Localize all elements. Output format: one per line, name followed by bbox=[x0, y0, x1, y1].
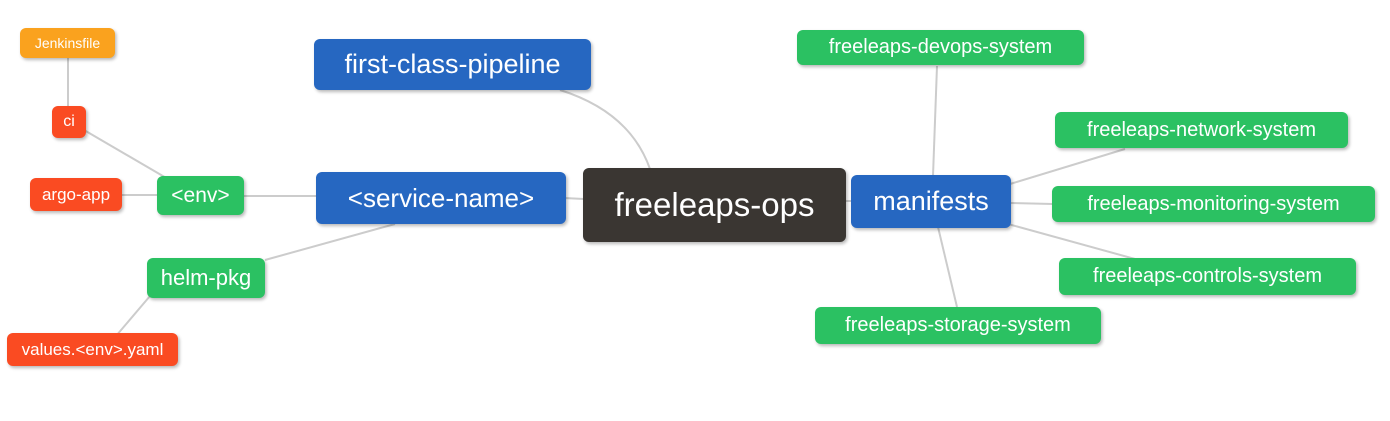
node-manifests[interactable]: manifests bbox=[851, 175, 1011, 228]
edge-helm-pkg-values-env-yaml bbox=[115, 295, 151, 337]
edge-first-class-pipeline-freeleaps-ops bbox=[559, 89, 651, 170]
edge-ci-env bbox=[83, 129, 169, 180]
node-freeleaps-controls-system-label: freeleaps-controls-system bbox=[1093, 265, 1322, 287]
node-service-name[interactable]: <service-name> bbox=[316, 172, 566, 224]
edge-manifests-controls-system bbox=[1007, 223, 1136, 260]
node-argo-app[interactable]: argo-app bbox=[30, 178, 122, 211]
node-freeleaps-devops-system-label: freeleaps-devops-system bbox=[828, 36, 1053, 58]
edge-service-name-helm-pkg bbox=[264, 223, 396, 261]
node-values-env-yaml[interactable]: values.<env>.yaml bbox=[7, 333, 178, 366]
node-jenkinsfile[interactable]: Jenkinsfile bbox=[20, 28, 115, 58]
node-freeleaps-storage-system[interactable]: freeleaps-storage-system bbox=[815, 307, 1101, 344]
node-freeleaps-storage-system-label: freeleaps-storage-system bbox=[845, 314, 1071, 336]
edge-service-name-freeleaps-ops bbox=[563, 197, 585, 200]
node-freeleaps-monitoring-system-label: freeleaps-monitoring-system bbox=[1087, 192, 1340, 215]
node-service-name-label: <service-name> bbox=[347, 182, 535, 213]
node-env-label: <env> bbox=[171, 183, 230, 207]
node-env[interactable]: <env> bbox=[157, 176, 244, 215]
node-freeleaps-network-system[interactable]: freeleaps-network-system bbox=[1055, 112, 1348, 148]
node-freeleaps-ops-root[interactable]: freeleaps-ops bbox=[583, 168, 846, 242]
edge-manifests-storage-system bbox=[937, 226, 958, 308]
node-freeleaps-network-system-label: freeleaps-network-system bbox=[1087, 118, 1316, 141]
node-first-class-pipeline-label: first-class-pipeline bbox=[344, 49, 561, 79]
edge-manifests-devops-system bbox=[932, 65, 938, 177]
node-helm-pkg-label: helm-pkg bbox=[160, 265, 252, 290]
node-argo-app-label: argo-app bbox=[41, 184, 111, 204]
node-manifests-label: manifests bbox=[873, 186, 989, 216]
node-ci[interactable]: ci bbox=[52, 106, 86, 138]
node-freeleaps-controls-system[interactable]: freeleaps-controls-system bbox=[1059, 258, 1356, 295]
node-freeleaps-ops-label: freeleaps-ops bbox=[614, 186, 815, 223]
node-values-env-yaml-label: values.<env>.yaml bbox=[21, 339, 164, 359]
node-freeleaps-devops-system[interactable]: freeleaps-devops-system bbox=[797, 30, 1084, 65]
node-helm-pkg[interactable]: helm-pkg bbox=[147, 258, 265, 298]
node-jenkinsfile-label: Jenkinsfile bbox=[34, 35, 101, 51]
edge-manifests-monitoring-system bbox=[1009, 202, 1054, 205]
edge-manifests-network-system bbox=[1009, 148, 1126, 185]
node-first-class-pipeline[interactable]: first-class-pipeline bbox=[314, 39, 591, 90]
node-freeleaps-monitoring-system[interactable]: freeleaps-monitoring-system bbox=[1052, 186, 1375, 222]
node-ci-label: ci bbox=[63, 113, 75, 130]
